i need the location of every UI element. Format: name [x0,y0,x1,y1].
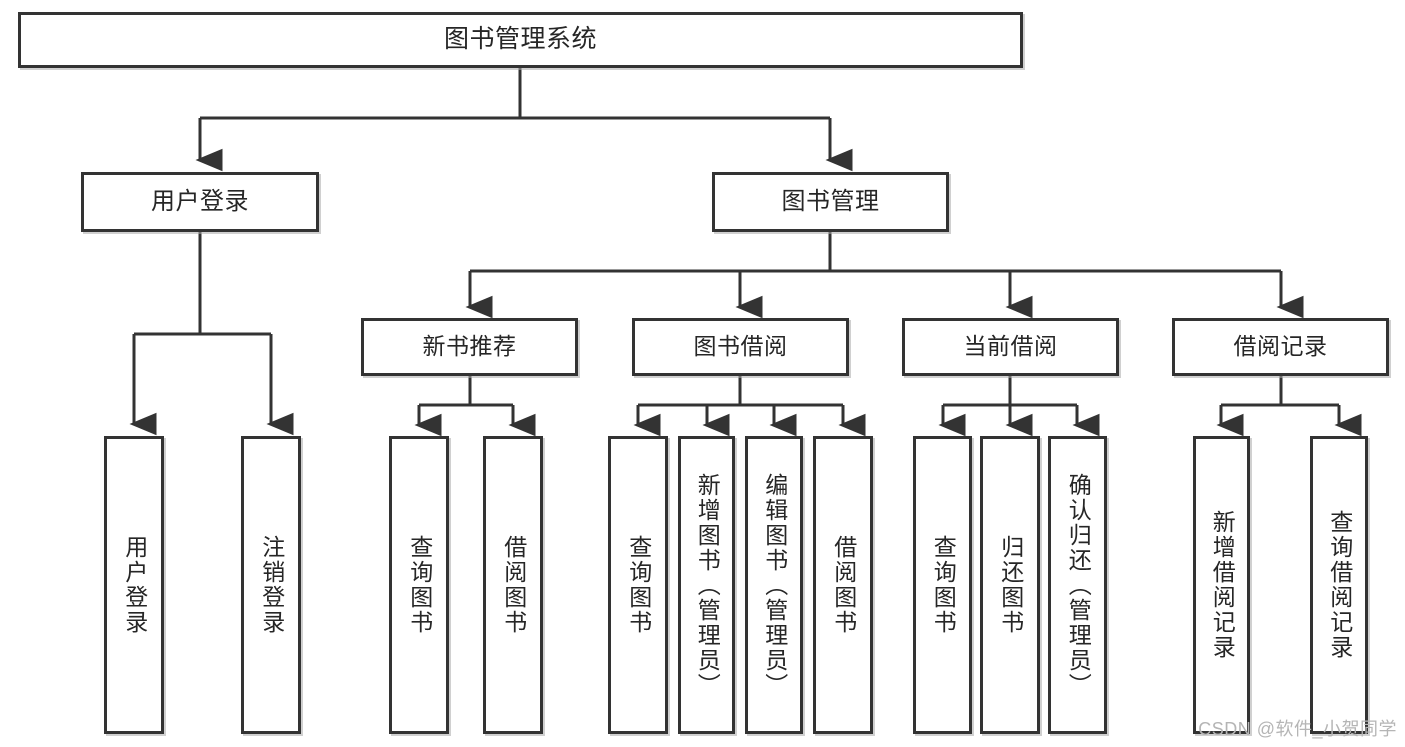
node-leaf-search-book-recommend[interactable]: 查询图书 [389,436,449,734]
node-book-management[interactable]: 图书管理 [712,172,949,232]
node-leaf-edit-book-label: 编辑图书（管理员） [761,472,788,698]
node-leaf-confirm-return-label: 确认归还（管理员） [1065,472,1092,698]
node-leaf-search-book-borrow-label: 查询图书 [625,535,652,635]
node-book-management-label: 图书管理 [781,187,880,215]
node-leaf-query-borrow-record-label: 查询借阅记录 [1326,510,1353,660]
node-leaf-add-borrow-record[interactable]: 新增借阅记录 [1193,436,1250,734]
node-book-borrow-label: 图书借阅 [693,333,788,360]
node-leaf-search-book-recommend-label: 查询图书 [406,535,433,635]
node-leaf-search-book-borrow[interactable]: 查询图书 [608,436,668,734]
node-current-borrow-label: 当前借阅 [963,333,1058,360]
node-leaf-add-book[interactable]: 新增图书（管理员） [678,436,735,734]
node-root-label: 图书管理系统 [443,25,597,54]
node-leaf-user-login[interactable]: 用户登录 [104,436,164,734]
node-leaf-return-book[interactable]: 归还图书 [980,436,1040,734]
node-leaf-borrow-book[interactable]: 借阅图书 [813,436,873,734]
node-leaf-logout[interactable]: 注销登录 [241,436,301,734]
node-leaf-return-book-label: 归还图书 [997,535,1024,635]
node-leaf-logout-label: 注销登录 [258,535,285,635]
node-borrow-record[interactable]: 借阅记录 [1172,318,1389,376]
node-new-book-recommend[interactable]: 新书推荐 [361,318,578,376]
node-leaf-edit-book[interactable]: 编辑图书（管理员） [745,436,803,734]
node-leaf-confirm-return[interactable]: 确认归还（管理员） [1048,436,1107,734]
node-leaf-add-borrow-record-label: 新增借阅记录 [1209,510,1236,660]
node-book-borrow[interactable]: 图书借阅 [632,318,849,376]
node-leaf-query-borrow-record[interactable]: 查询借阅记录 [1310,436,1368,734]
node-user-login-label: 用户登录 [151,187,249,215]
node-leaf-add-book-label: 新增图书（管理员） [694,472,721,698]
node-leaf-user-login-label: 用户登录 [121,535,148,635]
node-leaf-borrow-book-recommend-label: 借阅图书 [500,535,527,635]
node-root[interactable]: 图书管理系统 [18,12,1023,68]
node-leaf-borrow-book-recommend[interactable]: 借阅图书 [483,436,543,734]
node-leaf-borrow-book-label: 借阅图书 [830,535,857,635]
node-user-login[interactable]: 用户登录 [81,172,319,232]
node-new-book-recommend-label: 新书推荐 [422,333,517,360]
node-borrow-record-label: 借阅记录 [1233,333,1328,360]
node-leaf-search-book-current[interactable]: 查询图书 [913,436,972,734]
node-current-borrow[interactable]: 当前借阅 [902,318,1119,376]
watermark-text: CSDN @软件_小贺同学 [1198,719,1397,739]
node-leaf-search-book-current-label: 查询图书 [930,535,957,635]
